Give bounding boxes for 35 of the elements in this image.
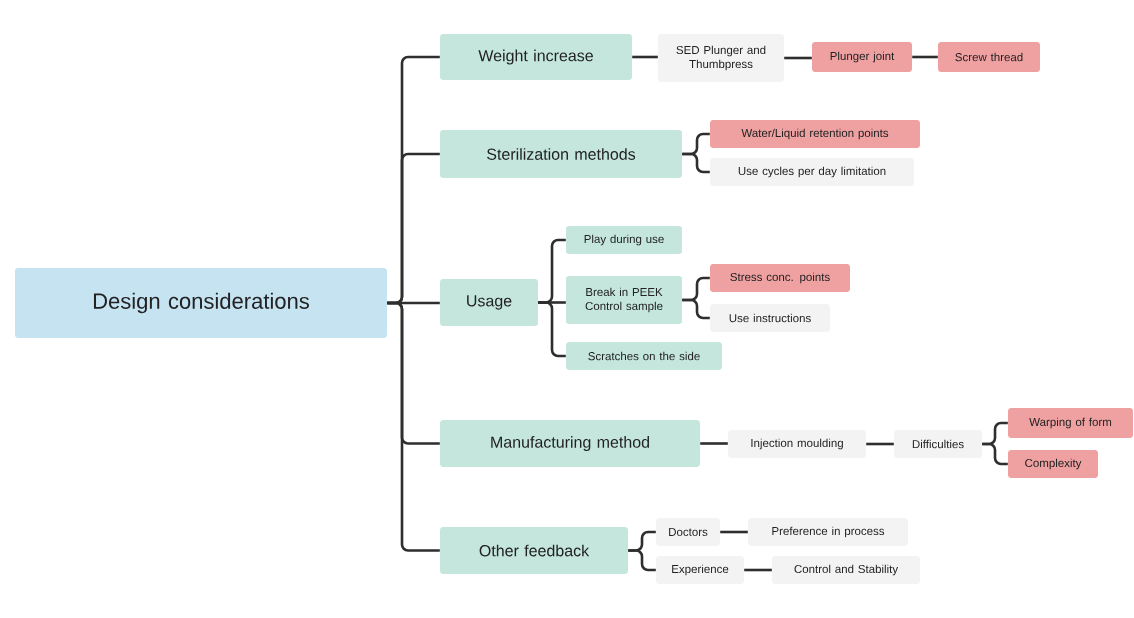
connector-line (744, 568, 772, 572)
connector-line (912, 55, 938, 59)
subtopic-box: Injection moulding (728, 430, 866, 458)
subtopic-box: Doctors (656, 518, 720, 546)
connector-line (700, 442, 728, 445)
subtopic-box: Play during use (566, 226, 682, 254)
connector-line (682, 152, 710, 174)
subtopic-box: Scratches on the side (566, 342, 722, 370)
connector-line (784, 56, 812, 60)
topic-box: Design considerations (15, 268, 387, 338)
subtopic-box: Preference in process (748, 518, 908, 546)
issue-box: Plunger joint (812, 42, 912, 72)
branch-box: Weight increase (440, 34, 632, 80)
connector-line (682, 298, 710, 320)
issue-box: Warping of form (1008, 408, 1133, 438)
connector-line (632, 55, 658, 59)
issue-box: Screw thread (938, 42, 1040, 72)
subtopic-box: Control and Stability (772, 556, 920, 584)
branch-box: Other feedback (440, 527, 628, 574)
connector-line (387, 301, 440, 552)
subtopic-box: Use cycles per day limitation (710, 158, 914, 186)
subtopic-box: Break in PEEK Control sample (566, 276, 682, 324)
branch-box: Usage (440, 279, 538, 326)
connector-line (538, 301, 566, 358)
issue-box: Water/Liquid retention points (710, 120, 920, 148)
branch-box: Manufacturing method (440, 420, 700, 467)
subtopic-box: SED Plunger and Thumbpress (658, 34, 784, 82)
subtopic-box: Difficulties (894, 430, 982, 458)
branch-box: Sterilization methods (440, 130, 682, 178)
connector-line (720, 530, 748, 534)
connector-line (866, 442, 894, 446)
subtopic-box: Experience (656, 556, 744, 584)
subtopic-box: Use instructions (710, 304, 830, 332)
issue-box: Complexity (1008, 450, 1098, 478)
issue-box: Stress conc. points (710, 264, 850, 292)
